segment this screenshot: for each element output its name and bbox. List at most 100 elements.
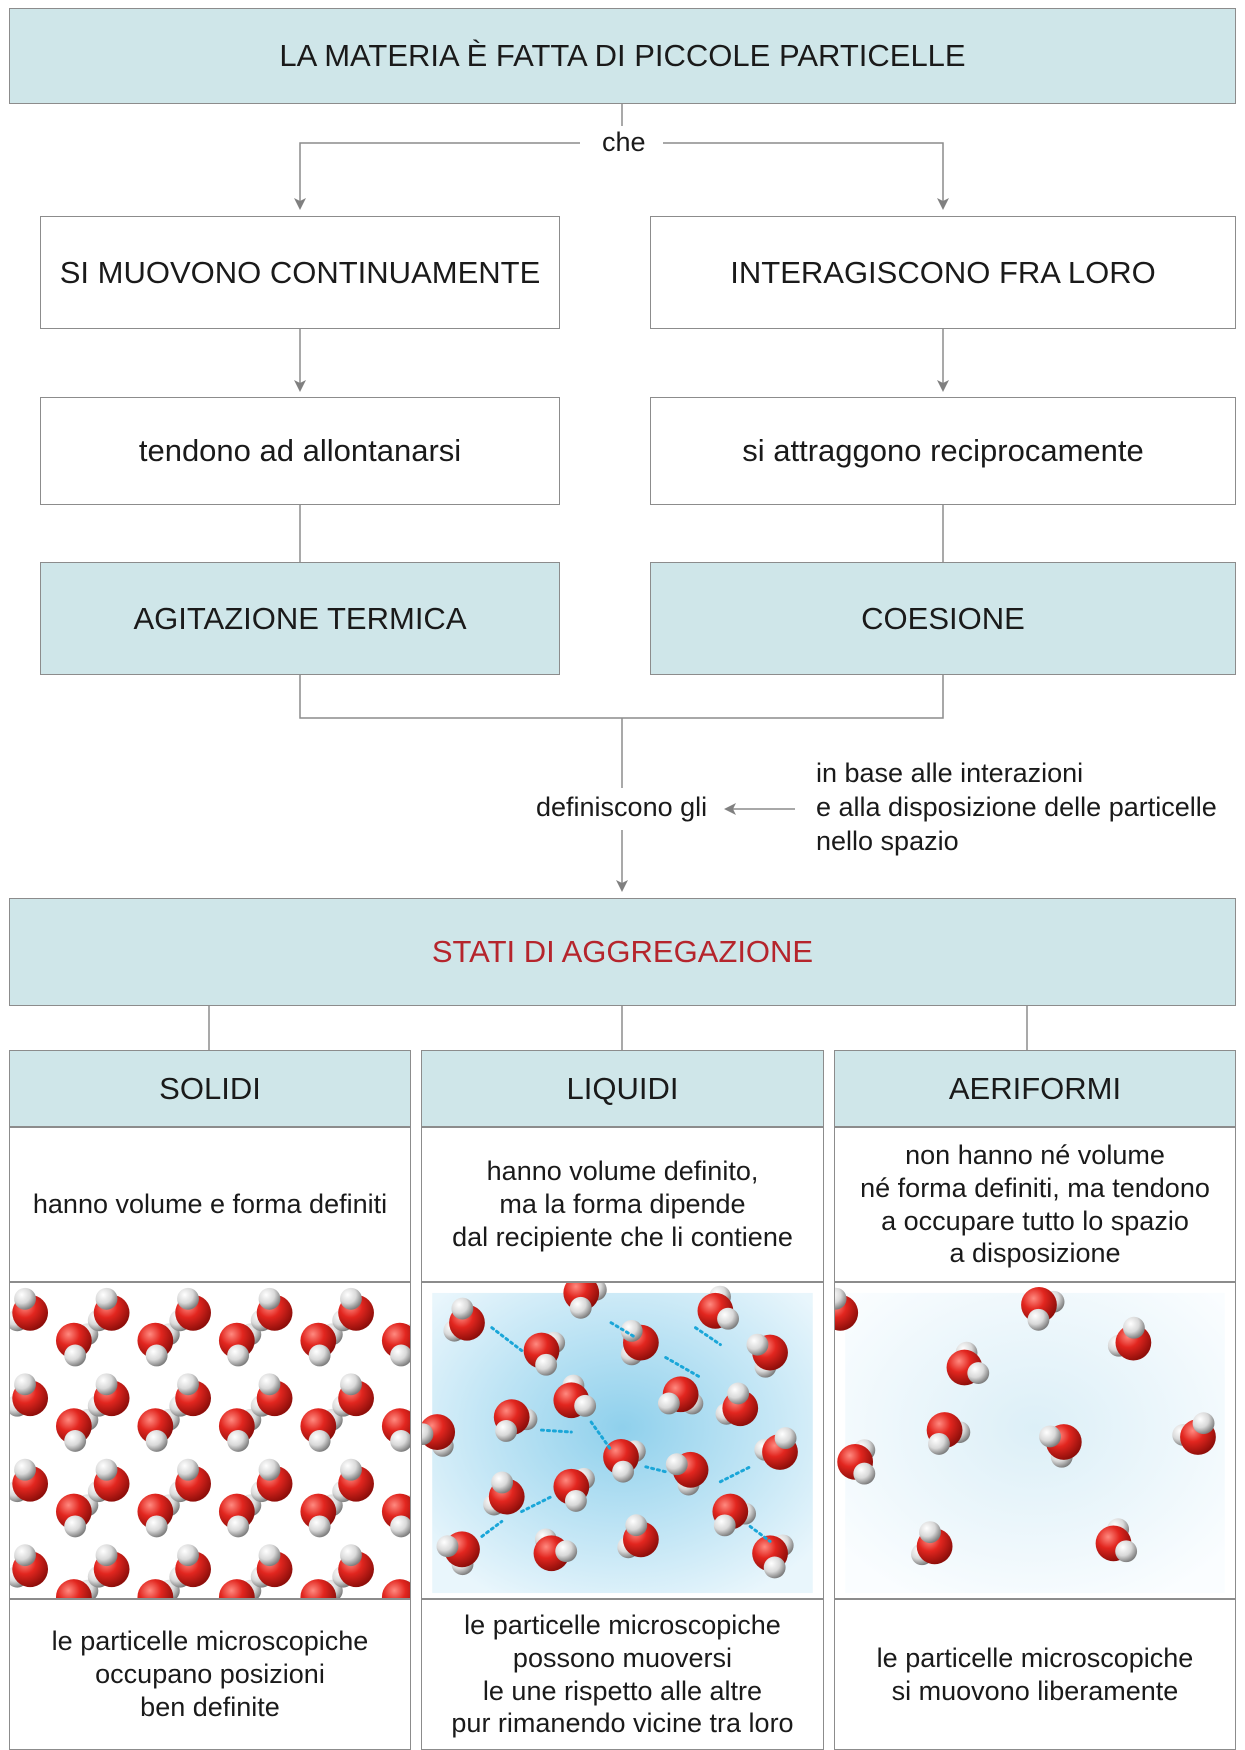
water-molecule-icon — [553, 1467, 595, 1512]
water-molecule-icon — [87, 1544, 130, 1588]
cohesion-box: COESIONE — [650, 562, 1236, 675]
water-molecule-icon — [300, 1493, 343, 1538]
water-molecule-icon — [422, 1414, 456, 1457]
solids-description: le particelle microscopiche occupano pos… — [9, 1599, 411, 1750]
water-molecule-icon — [493, 1399, 538, 1442]
water-molecule-icon — [926, 1412, 971, 1455]
water-molecule-icon — [332, 1373, 374, 1417]
gases-description: le particelle microscopiche si muovono l… — [834, 1599, 1236, 1750]
gases-property-line: a occupare tutto lo spazio — [881, 1205, 1189, 1236]
water-molecule-icon — [946, 1341, 990, 1386]
water-molecule-icon — [657, 1376, 704, 1415]
water-molecule-icon — [87, 1458, 130, 1503]
gases-property-line: non hanno né volume — [905, 1139, 1165, 1170]
side-note-line: e alla disposizione delle particelle — [816, 791, 1217, 822]
water-molecule-icon — [218, 1322, 262, 1367]
water-molecule-icon — [169, 1287, 211, 1332]
water-molecule-icon — [137, 1493, 180, 1538]
water-molecule-icon — [250, 1373, 293, 1417]
liquid-molecules-svg — [422, 1283, 813, 1594]
water-molecule-icon — [300, 1408, 343, 1452]
liquids-description-line: pur rimanendo vicine tra loro — [451, 1708, 794, 1739]
water-molecule-icon — [10, 1287, 49, 1332]
water-molecule-icon — [1021, 1286, 1065, 1331]
liquids-description-line: le une rispetto alle altre — [482, 1675, 763, 1706]
connector-label-che: che — [599, 126, 649, 160]
side-note-line: in base alle interazioni — [816, 758, 1084, 788]
water-molecule-icon — [10, 1458, 49, 1503]
water-molecule-icon — [603, 1439, 646, 1483]
water-molecule-icon — [169, 1373, 211, 1417]
gas-molecules-svg — [835, 1286, 1225, 1594]
gases-property-line: né forma definiti, ma tendono — [860, 1172, 1210, 1203]
water-molecule-icon — [55, 1493, 99, 1538]
gases-illustration — [834, 1282, 1236, 1599]
water-molecule-icon — [250, 1544, 293, 1588]
gases-property-line: a disposizione — [949, 1238, 1121, 1269]
water-molecule-icon — [1107, 1316, 1152, 1361]
liquids-description-line: le particelle microscopiche — [464, 1609, 781, 1640]
water-molecule-icon — [911, 1521, 953, 1566]
water-molecule-icon — [715, 1382, 759, 1427]
water-molecule-icon — [87, 1287, 130, 1332]
water-molecule-icon — [55, 1408, 99, 1452]
liquids-illustration — [421, 1282, 824, 1599]
solids-illustration — [9, 1282, 411, 1599]
solids-property-line: hanno volume e forma definiti — [32, 1189, 388, 1220]
water-molecule-icon — [10, 1373, 49, 1417]
solids-description-line: le particelle microscopiche — [51, 1626, 369, 1657]
water-molecule-icon — [1039, 1424, 1082, 1468]
water-molecule-icon — [483, 1471, 525, 1516]
liquids-property-line: ma la forma dipende — [499, 1189, 746, 1220]
side-note: in base alle interazioni e alla disposiz… — [816, 757, 1217, 859]
water-molecule-icon — [137, 1322, 180, 1367]
water-molecule-icon — [300, 1322, 343, 1367]
water-molecule-icon — [218, 1408, 262, 1452]
water-molecule-icon — [712, 1493, 757, 1537]
water-molecule-icon — [87, 1373, 130, 1417]
water-molecule-icon — [436, 1531, 480, 1576]
water-molecule-icon — [169, 1544, 211, 1588]
top-title-box: LA MATERIA È FATTA DI PICCOLE PARTICELLE — [9, 8, 1236, 104]
attract-box: si attraggono reciprocamente — [650, 397, 1236, 505]
separate-box: tendono ad allontanarsi — [40, 397, 560, 505]
gases-header-label: AERIFORMI — [948, 1070, 1122, 1106]
water-molecule-icon — [523, 1331, 566, 1376]
moving-label: SI MUOVONO CONTINUAMENTE — [59, 254, 541, 290]
top-title: LA MATERIA È FATTA DI PICCOLE PARTICELLE — [279, 38, 966, 74]
liquids-header: LIQUIDI — [421, 1050, 824, 1127]
thermal-agitation-box: AGITAZIONE TERMICA — [40, 562, 560, 675]
water-molecule-icon — [332, 1544, 374, 1588]
gases-property: non hanno né volume né forma definiti, m… — [834, 1127, 1236, 1282]
gases-description-line: le particelle microscopiche — [876, 1642, 1194, 1673]
liquids-property: hanno volume definito, ma la forma dipen… — [421, 1127, 824, 1282]
aggregation-states-box: STATI DI AGGREGAZIONE — [9, 898, 1236, 1006]
solids-header-label: SOLIDI — [159, 1070, 261, 1106]
gases-description-line: si muovono liberamente — [891, 1675, 1179, 1706]
water-molecule-icon — [332, 1287, 374, 1332]
water-molecule-icon — [381, 1493, 410, 1538]
water-molecule-icon — [617, 1514, 659, 1559]
water-molecule-icon — [250, 1287, 293, 1332]
water-molecule-icon — [553, 1374, 597, 1419]
interact-label: INTERAGISCONO FRA LORO — [730, 254, 1156, 290]
water-molecule-icon — [381, 1408, 410, 1452]
liquids-property-line: hanno volume definito, — [486, 1156, 759, 1187]
solids-description-line: ben definite — [140, 1691, 280, 1722]
water-molecule-icon — [754, 1427, 798, 1470]
water-molecule-icon — [332, 1458, 374, 1503]
cohesion-label: COESIONE — [861, 600, 1025, 636]
solid-molecules-svg — [10, 1287, 410, 1598]
liquids-header-label: LIQUIDI — [566, 1070, 679, 1106]
water-molecule-icon — [1095, 1518, 1138, 1563]
attract-label: si attraggono reciprocamente — [742, 433, 1144, 469]
water-molecule-icon — [563, 1283, 607, 1319]
water-molecule-icon — [835, 1287, 859, 1331]
aggregation-states-title: STATI DI AGGREGAZIONE — [431, 934, 814, 970]
water-molecule-icon — [169, 1458, 211, 1503]
thermal-agitation-label: AGITAZIONE TERMICA — [133, 600, 467, 636]
liquids-description-line: possono muoversi — [512, 1642, 733, 1673]
water-molecule-icon — [697, 1285, 739, 1330]
side-note-line: nello spazio — [816, 825, 959, 856]
water-molecule-icon — [250, 1458, 293, 1503]
